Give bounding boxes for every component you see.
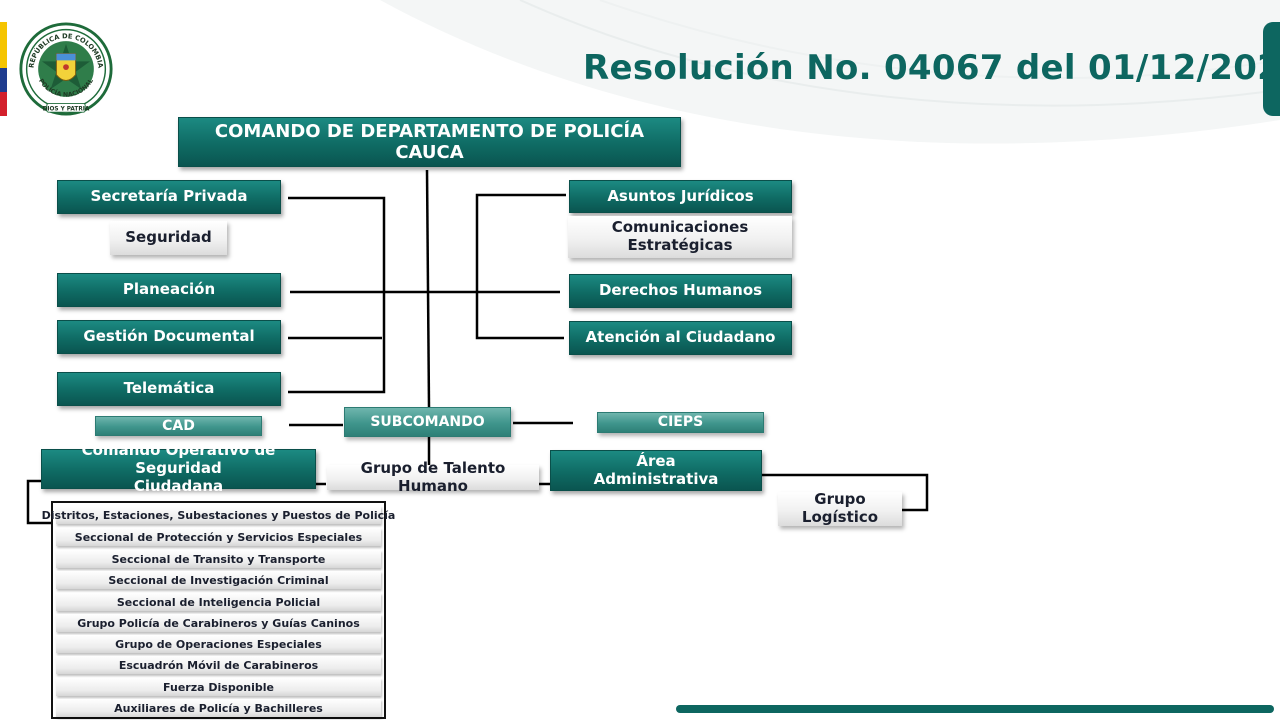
org-unit-asuntos-juridicos[interactable]: Asuntos Jurídicos: [569, 180, 792, 213]
org-unit-label-line1: Área: [636, 451, 676, 470]
org-unit-comando-operativo[interactable]: Comando Operativo de Seguridad Ciudadana: [41, 442, 316, 495]
org-unit-talento-humano[interactable]: Grupo de Talento Humano: [327, 459, 539, 494]
list-item-label: Distritos, Estaciones, Subestaciones y P…: [41, 508, 396, 522]
org-unit-label-line2: Administrativa: [593, 469, 719, 488]
org-unit-comunicaciones-estrategicas[interactable]: Comunicaciones Estratégicas: [568, 216, 792, 258]
list-item-label: Seccional de Inteligencia Policial: [116, 595, 321, 609]
org-unit-label-line1: Comunicaciones: [611, 218, 749, 237]
list-item[interactable]: Auxiliares de Policía y Bachilleres: [56, 699, 381, 717]
org-unit-secretaria-privada[interactable]: Secretaría Privada: [57, 180, 281, 214]
org-root-label: COMANDO DE DEPARTAMENTO DE POLICÍA CAUCA: [214, 120, 645, 163]
org-unit-grupo-logistico[interactable]: Grupo Logístico: [778, 490, 902, 526]
list-item[interactable]: Distritos, Estaciones, Subestaciones y P…: [42, 506, 395, 524]
list-item[interactable]: Escuadrón Móvil de Carabineros: [56, 656, 381, 674]
list-item-label: Grupo Policía de Carabineros y Guías Can…: [77, 616, 360, 630]
footer-accent-bar: [676, 705, 1274, 713]
org-unit-label: CIEPS: [657, 414, 704, 431]
header-accent-tab: [1263, 22, 1280, 116]
list-item[interactable]: Seccional de Investigación Criminal: [56, 571, 381, 589]
list-item[interactable]: Grupo de Operaciones Especiales: [56, 635, 381, 653]
org-unit-derechos-humanos[interactable]: Derechos Humanos: [569, 274, 792, 308]
org-unit-cieps[interactable]: CIEPS: [597, 412, 764, 433]
org-unit-label: Grupo Logístico: [801, 490, 879, 526]
org-unit-label: Secretaría Privada: [90, 187, 248, 206]
org-unit-planeacion[interactable]: Planeación: [57, 273, 281, 307]
org-unit-label: SUBCOMANDO: [370, 413, 485, 430]
org-unit-cad[interactable]: CAD: [95, 416, 262, 436]
list-item-label: Grupo de Operaciones Especiales: [115, 637, 322, 651]
list-item-label: Seccional de Transito y Transporte: [111, 552, 326, 566]
org-unit-label-line2: Ciudadana: [133, 476, 224, 495]
org-unit-area-administrativa[interactable]: Área Administrativa: [550, 450, 762, 491]
list-item[interactable]: Fuerza Disponible: [56, 678, 381, 696]
org-unit-label-line2: Estratégicas: [627, 236, 733, 254]
logo-motto: DIOS Y PATRIA: [43, 106, 90, 112]
flag-stripe-blue: [0, 68, 7, 92]
org-unit-label: Atención al Ciudadano: [585, 328, 776, 347]
flag-stripe-red: [0, 92, 7, 116]
org-unit-label: Gestión Documental: [83, 327, 255, 346]
org-unit-label: Planeación: [122, 280, 216, 299]
org-unit-label: Asuntos Jurídicos: [607, 186, 754, 205]
list-item[interactable]: Grupo Policía de Carabineros y Guías Can…: [56, 614, 381, 632]
org-unit-label: Seguridad: [125, 228, 212, 247]
org-unit-label: Grupo de Talento Humano: [360, 458, 506, 495]
operativo-units-list: Distritos, Estaciones, Subestaciones y P…: [42, 501, 395, 719]
org-unit-label-line1: Comando Operativo de Seguridad: [81, 441, 276, 478]
list-item-label: Fuerza Disponible: [163, 680, 274, 694]
list-item-label: Escuadrón Móvil de Carabineros: [118, 658, 319, 672]
org-unit-telematica[interactable]: Telemática: [57, 372, 281, 406]
list-item-label: Seccional de Investigación Criminal: [108, 573, 329, 587]
list-item[interactable]: Seccional de Transito y Transporte: [56, 550, 381, 568]
org-unit-label: Derechos Humanos: [598, 281, 763, 300]
org-unit-subcomando[interactable]: SUBCOMANDO: [344, 407, 511, 437]
list-item[interactable]: Seccional de Protección y Servicios Espe…: [56, 528, 381, 546]
list-item[interactable]: Seccional de Inteligencia Policial: [56, 593, 381, 611]
list-item-label: Seccional de Protección y Servicios Espe…: [74, 530, 363, 544]
org-root-comando-departamento[interactable]: COMANDO DE DEPARTAMENTO DE POLICÍA CAUCA: [178, 117, 681, 167]
page-title: Resolución No. 04067 del 01/12/2022: [583, 48, 1280, 88]
list-item-label: Auxiliares de Policía y Bachilleres: [114, 701, 323, 715]
org-unit-label: CAD: [162, 417, 195, 434]
flag-stripe-yellow: [0, 22, 7, 68]
org-unit-label: Telemática: [123, 379, 215, 398]
org-unit-gestion-documental[interactable]: Gestión Documental: [57, 320, 281, 354]
org-unit-seguridad[interactable]: Seguridad: [110, 221, 227, 255]
policia-nacional-seal-logo: REPÚBLICA DE COLOMBIA POLICÍA NACIONAL D…: [19, 22, 113, 116]
org-unit-atencion-ciudadano[interactable]: Atención al Ciudadano: [569, 321, 792, 355]
